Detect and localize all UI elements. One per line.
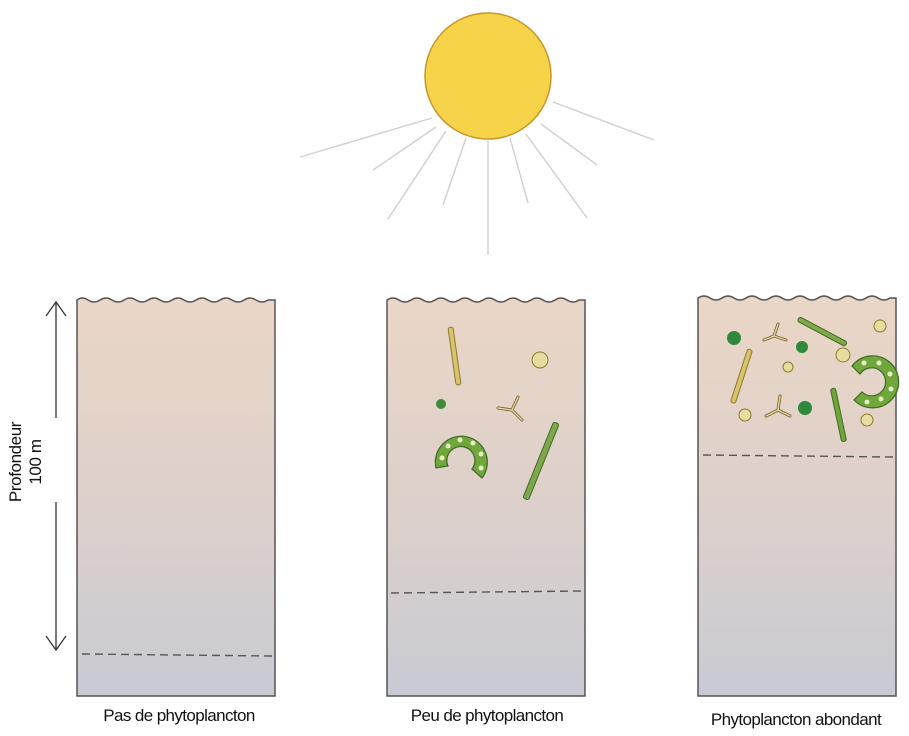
column-few-phytoplankton [387,298,585,696]
water-column [387,298,585,696]
caption-no-phytoplankton: Pas de phytoplancton [103,706,255,726]
plankton-cell [796,341,808,353]
plankton-cell [739,409,751,421]
sun-icon [300,13,654,255]
depth-arrow [46,302,66,650]
plankton-cell [783,362,793,372]
depth-axis-title: Profondeur [6,422,26,502]
plankton-cell [861,414,873,426]
column-no-phytoplankton [77,298,275,696]
water-column [77,298,275,696]
depth-axis-value: 100 m [26,422,46,502]
caption-few-phytoplankton: Peu de phytoplancton [411,706,563,726]
caption-abundant-phytoplankton: Phytoplancton abondant [711,710,881,730]
plankton-cell [798,401,812,415]
column-abundant-phytoplankton [698,296,899,696]
plankton-cell [727,331,741,345]
plankton-cell [436,399,446,409]
plankton-cell [532,352,548,368]
plankton-cell [836,348,850,362]
depth-label: Profondeur 100 m [6,422,46,502]
plankton-cell [874,320,886,332]
